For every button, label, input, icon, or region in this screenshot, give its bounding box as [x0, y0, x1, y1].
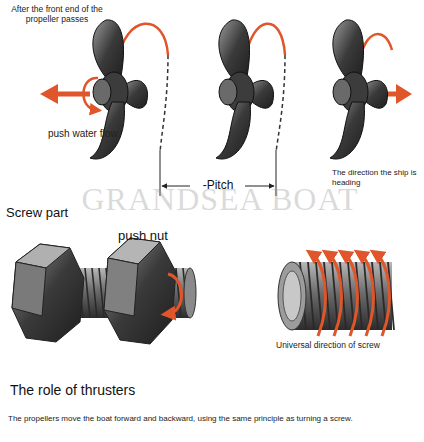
- water-arrow: [40, 78, 98, 110]
- hub-cap: [93, 79, 111, 105]
- hub-cap: [333, 79, 351, 105]
- helix-arc: [118, 24, 168, 60]
- thread-line: [308, 262, 314, 330]
- spiral-arrow: [360, 254, 373, 336]
- propeller: [216, 20, 274, 159]
- spiral-arrow: [376, 254, 389, 336]
- bolt-head-face: [12, 262, 46, 316]
- hub-cap: [219, 79, 237, 105]
- nut: [104, 238, 176, 344]
- thread-line: [92, 268, 97, 318]
- shaft-end: [184, 268, 196, 318]
- screw-end: [278, 262, 306, 330]
- spiral-arrows: [312, 254, 389, 336]
- bolt-assembly: [12, 238, 196, 344]
- note-label: After the front end of the propeller pas…: [2, 4, 112, 24]
- helix-dashed: [276, 55, 285, 152]
- caption: The propellers move the boat forward and…: [8, 414, 422, 424]
- part-label: push water flow: [48, 128, 148, 140]
- arrow-head: [40, 84, 58, 104]
- helix-arc: [245, 24, 285, 60]
- blade: [216, 102, 250, 159]
- helix-dashed: [160, 55, 168, 152]
- blade: [330, 102, 364, 159]
- thread-line: [99, 268, 104, 318]
- title: The role of thrusters: [10, 382, 310, 399]
- screw: [278, 254, 394, 336]
- helix-arc: [360, 34, 392, 60]
- nut-face: [104, 258, 138, 316]
- arrow-head: [396, 84, 412, 104]
- spiral-arrow: [344, 254, 357, 336]
- screw-end-face: [283, 271, 301, 321]
- part-label: push nut: [118, 228, 218, 244]
- thread-line: [85, 268, 90, 318]
- propellers: [90, 20, 388, 159]
- watermark: GRANDSEA BOAT: [40, 180, 400, 218]
- spiral-arrow: [328, 254, 341, 336]
- bolt-head: [12, 244, 84, 342]
- propeller: [330, 20, 388, 159]
- section-label: Screw part: [6, 205, 126, 221]
- part-label: Universal direction of screw: [276, 340, 422, 350]
- rotation-arrow: [168, 274, 182, 314]
- screw-threads: [300, 262, 394, 330]
- spiral-arrow: [312, 254, 325, 336]
